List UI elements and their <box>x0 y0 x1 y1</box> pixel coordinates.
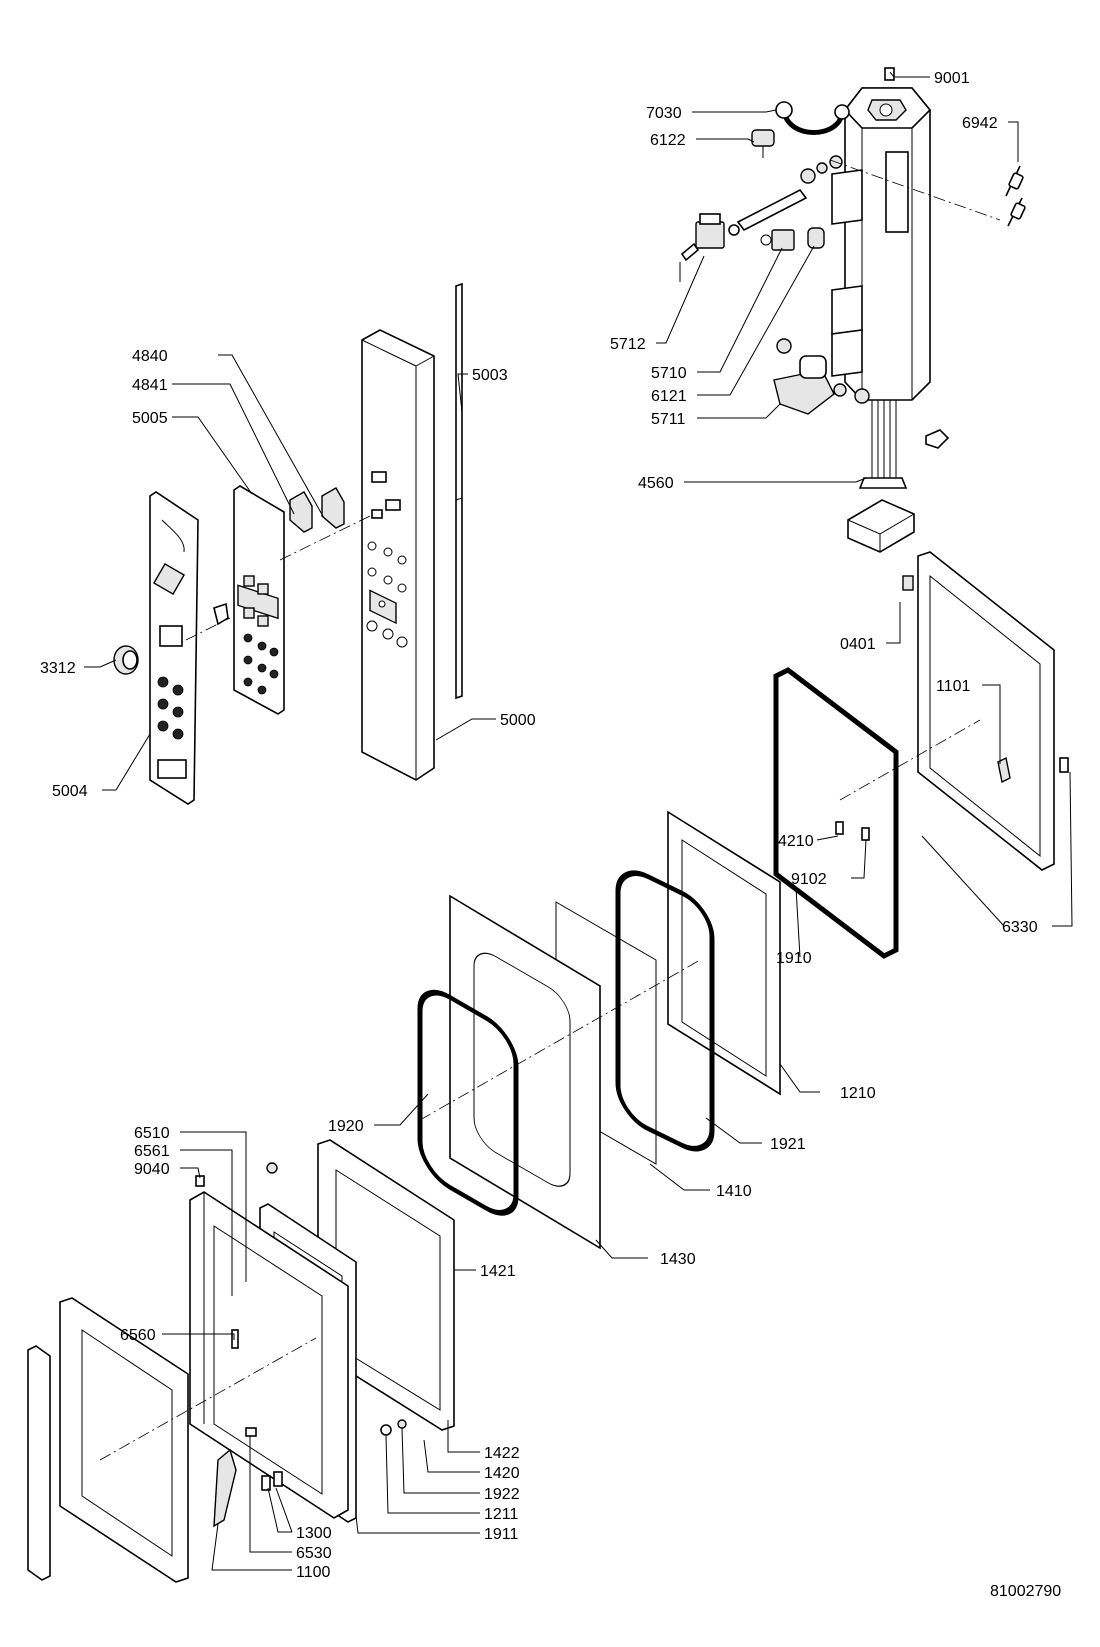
callout-1430: 1430 <box>660 1251 696 1268</box>
callout-labels: 9001 7030 6942 6122 5712 5710 6121 5711 … <box>40 70 1061 1600</box>
callout-1210: 1210 <box>840 1085 876 1102</box>
callout-6122: 6122 <box>650 132 686 149</box>
callout-1300: 1300 <box>296 1525 332 1542</box>
callout-1100: 1100 <box>296 1564 331 1581</box>
callout-1911: 1911 <box>484 1526 519 1543</box>
callout-9001: 9001 <box>934 70 970 87</box>
callout-5004: 5004 <box>52 783 88 800</box>
outer-door-assembly <box>27 1139 455 1583</box>
callout-1410: 1410 <box>716 1183 752 1200</box>
assembly-axes <box>99 159 1001 1461</box>
callout-5000: 5000 <box>500 712 536 729</box>
callout-5005: 5005 <box>132 410 168 427</box>
callout-6942: 6942 <box>962 115 998 132</box>
callout-1211: 1211 <box>484 1506 519 1523</box>
callout-5003: 5003 <box>472 367 508 384</box>
callout-3312: 3312 <box>40 660 76 677</box>
control-panel-assembly <box>113 282 463 805</box>
callout-4560: 4560 <box>638 475 674 492</box>
callout-1922: 1922 <box>484 1486 520 1503</box>
drawing-number: 81002790 <box>990 1583 1061 1600</box>
leader-lines <box>84 71 1073 1571</box>
callout-1921: 1921 <box>770 1136 806 1153</box>
callout-5712: 5712 <box>610 336 646 353</box>
callout-1920: 1920 <box>328 1118 364 1135</box>
callout-7030: 7030 <box>646 105 682 122</box>
callout-0401: 0401 <box>840 636 876 653</box>
callout-6560: 6560 <box>120 1327 156 1344</box>
callout-1420: 1420 <box>484 1465 520 1482</box>
callout-9102: 9102 <box>791 871 827 888</box>
callout-5710: 5710 <box>651 365 687 382</box>
callout-1910: 1910 <box>776 950 812 967</box>
callout-5711: 5711 <box>651 411 686 428</box>
callout-4841: 4841 <box>132 377 168 394</box>
callout-6121: 6121 <box>651 388 687 405</box>
door-frame-assembly <box>417 551 1069 1250</box>
callout-9040: 9040 <box>134 1161 170 1178</box>
callout-1101: 1101 <box>936 678 971 695</box>
callout-4840: 4840 <box>132 348 168 365</box>
steam-generator-assembly <box>679 67 1026 553</box>
callout-6530: 6530 <box>296 1545 332 1562</box>
callout-6330: 6330 <box>1002 919 1038 936</box>
callout-6510: 6510 <box>134 1125 170 1142</box>
callout-4210: 4210 <box>778 833 814 850</box>
callout-6561: 6561 <box>134 1143 170 1160</box>
callout-1421: 1421 <box>480 1263 516 1280</box>
callout-1422: 1422 <box>484 1445 520 1462</box>
